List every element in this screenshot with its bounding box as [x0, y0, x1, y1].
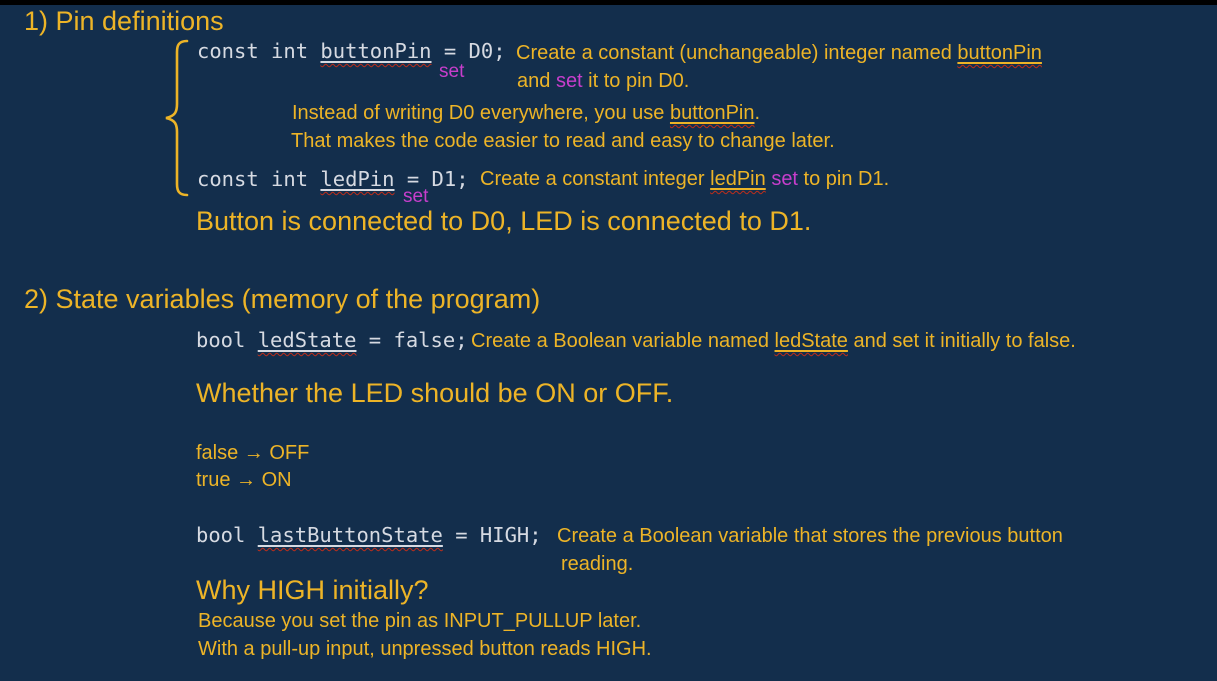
- code-text: const int: [197, 39, 321, 63]
- squiggle-text: ledState: [257, 328, 357, 352]
- identifier-ledpin: ledPin: [320, 167, 394, 191]
- annotation-lastbuttonstate-line2: reading.: [561, 553, 634, 575]
- squiggle-text: ledState: [774, 330, 848, 352]
- set-keyword: set: [555, 70, 583, 92]
- annotation-text: Instead of writing D0 everywhere, you us…: [292, 102, 670, 124]
- squiggle-text: buttonPin: [669, 102, 755, 124]
- annotation-text: and set it initially to false.: [847, 330, 1076, 352]
- identifier-ledstate: ledState: [258, 328, 357, 352]
- identifier-ledpin-ref: ledPin: [710, 168, 766, 190]
- annotation-text: Create a constant (unchangeable) integer…: [516, 42, 958, 64]
- grouping-brace: [165, 39, 189, 197]
- led-onoff-subheading: Whether the LED should be ON or OFF.: [196, 378, 674, 408]
- identifier-ledstate-ref: ledState: [775, 330, 848, 352]
- mapping-true-on: true → ON: [196, 469, 292, 491]
- why-high-reason1: Because you set the pin as INPUT_PULLUP …: [198, 610, 642, 632]
- annotation-text: and: [517, 70, 556, 92]
- identifier-buttonpin-ref: buttonPin: [957, 42, 1042, 64]
- squiggle-text: buttonPin: [957, 42, 1042, 64]
- code-text: bool: [196, 328, 258, 352]
- why-high-reason2: With a pull-up input, unpressed button r…: [198, 638, 652, 660]
- code-line-ledstate: bool ledState = false;: [196, 328, 468, 352]
- note-line1: Instead of writing D0 everywhere, you us…: [292, 102, 760, 125]
- squiggle-text: lastButtonState: [257, 523, 443, 547]
- annotation-text: Create a constant integer: [480, 168, 711, 190]
- section1-summary: Button is connected to D0, LED is connec…: [196, 206, 812, 236]
- code-text: = D0;: [431, 39, 506, 63]
- set-keyword: set: [771, 168, 798, 190]
- code-line-lastbuttonstate: bool lastButtonState = HIGH;: [196, 523, 542, 547]
- note-line2: That makes the code easier to read and e…: [291, 130, 835, 152]
- annotation-ledstate: Create a Boolean variable named ledState…: [471, 330, 1076, 353]
- identifier-buttonpin: buttonPin: [320, 39, 431, 63]
- code-text: = false;: [356, 328, 468, 352]
- annotation-text: Create a Boolean variable named: [471, 330, 775, 352]
- code-line-buttonpin: const int buttonPin = D0;: [197, 39, 506, 63]
- top-black-bar: [0, 0, 1217, 5]
- annotation-lastbuttonstate-line1: Create a Boolean variable that stores th…: [557, 525, 1063, 547]
- annotation-buttonpin-line1: Create a constant (unchangeable) integer…: [516, 42, 1042, 65]
- why-high-subheading: Why HIGH initially?: [196, 575, 429, 605]
- code-text: bool: [196, 523, 258, 547]
- annotation-text: to pin D1.: [798, 168, 890, 190]
- set-annotation-1: set: [439, 61, 465, 82]
- section1-heading: 1) Pin definitions: [24, 6, 224, 36]
- section2-heading: 2) State variables (memory of the progra…: [24, 284, 541, 314]
- squiggle-text: buttonPin: [320, 39, 432, 63]
- annotation-text: .: [754, 102, 761, 124]
- annotation-text: it to pin D0.: [582, 70, 690, 92]
- identifier-buttonpin-ref: buttonPin: [670, 102, 755, 124]
- code-line-ledpin: const int ledPin = D1;: [197, 167, 469, 191]
- annotation-ledpin: Create a constant integer ledPin set to …: [480, 168, 889, 191]
- identifier-lastbuttonstate: lastButtonState: [258, 523, 443, 547]
- code-text: = D1;: [394, 167, 469, 191]
- mapping-false-off: false → OFF: [196, 442, 310, 464]
- set-annotation-2: set: [403, 186, 429, 207]
- squiggle-text: ledPin: [320, 167, 395, 191]
- code-text: = HIGH;: [442, 523, 542, 547]
- code-text: const int: [197, 167, 321, 191]
- annotation-buttonpin-line2: and set it to pin D0.: [517, 70, 689, 93]
- squiggle-text: ledPin: [710, 168, 766, 190]
